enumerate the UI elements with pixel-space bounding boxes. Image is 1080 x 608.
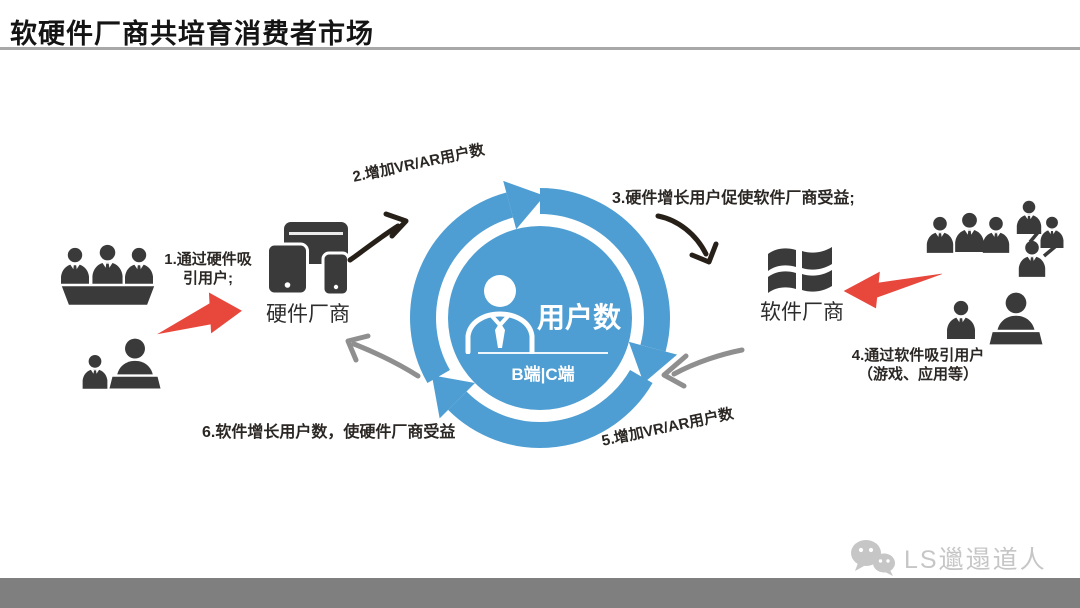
laptop-users-left-icon xyxy=(82,338,162,391)
user-icon xyxy=(465,275,535,354)
user-cycle-diagram xyxy=(390,168,690,468)
windows-icon xyxy=(768,247,832,293)
page-title: 软硬件厂商共培育消费者市场 xyxy=(10,19,374,49)
step2-arrow xyxy=(347,211,409,263)
step3-arrow xyxy=(655,213,719,265)
segment-label: B端|C端 xyxy=(511,365,575,384)
step4-line2: （游戏、应用等） xyxy=(857,366,978,383)
step6-arrow xyxy=(345,333,421,379)
attract-arrow-right xyxy=(843,271,942,309)
step5-arrow xyxy=(661,347,745,389)
hardware-vendor-label: 硬件厂商 xyxy=(266,303,350,326)
user-count-label: 用户数 xyxy=(537,302,622,333)
step4-line1: 4.通过软件吸引用户 xyxy=(851,347,985,364)
step3-label: 3.硬件增长用户促使软件厂商受益; xyxy=(612,190,855,207)
meeting-users-icon xyxy=(58,244,158,308)
step1-line2: 引用户; xyxy=(183,270,233,287)
software-vendor-label: 软件厂商 xyxy=(760,301,844,324)
community-users-icon xyxy=(926,200,1064,277)
cycle-arrows xyxy=(419,181,690,468)
circle-divider xyxy=(478,352,608,354)
hardware-devices-icon xyxy=(266,222,350,296)
step1-line1: 1.通过硬件吸 xyxy=(164,251,252,268)
step4-label: 4.通过软件吸引用户 （游戏、应用等） xyxy=(836,346,1000,384)
attract-arrow-left xyxy=(157,292,242,335)
step1-label: 1.通过硬件吸 引用户; xyxy=(150,250,266,288)
watermark-label: LS邋遢道人 xyxy=(904,546,1047,574)
title-divider xyxy=(0,47,1080,50)
wechat-icon xyxy=(851,540,895,576)
user-count-circle xyxy=(448,226,632,410)
watermark: LS邋遢道人 xyxy=(850,538,1047,578)
bottom-bar xyxy=(0,578,1080,608)
laptop-users-right-icon xyxy=(947,292,1044,347)
step6-label: 6.软件增长用户数，使硬件厂商受益 xyxy=(202,424,456,441)
